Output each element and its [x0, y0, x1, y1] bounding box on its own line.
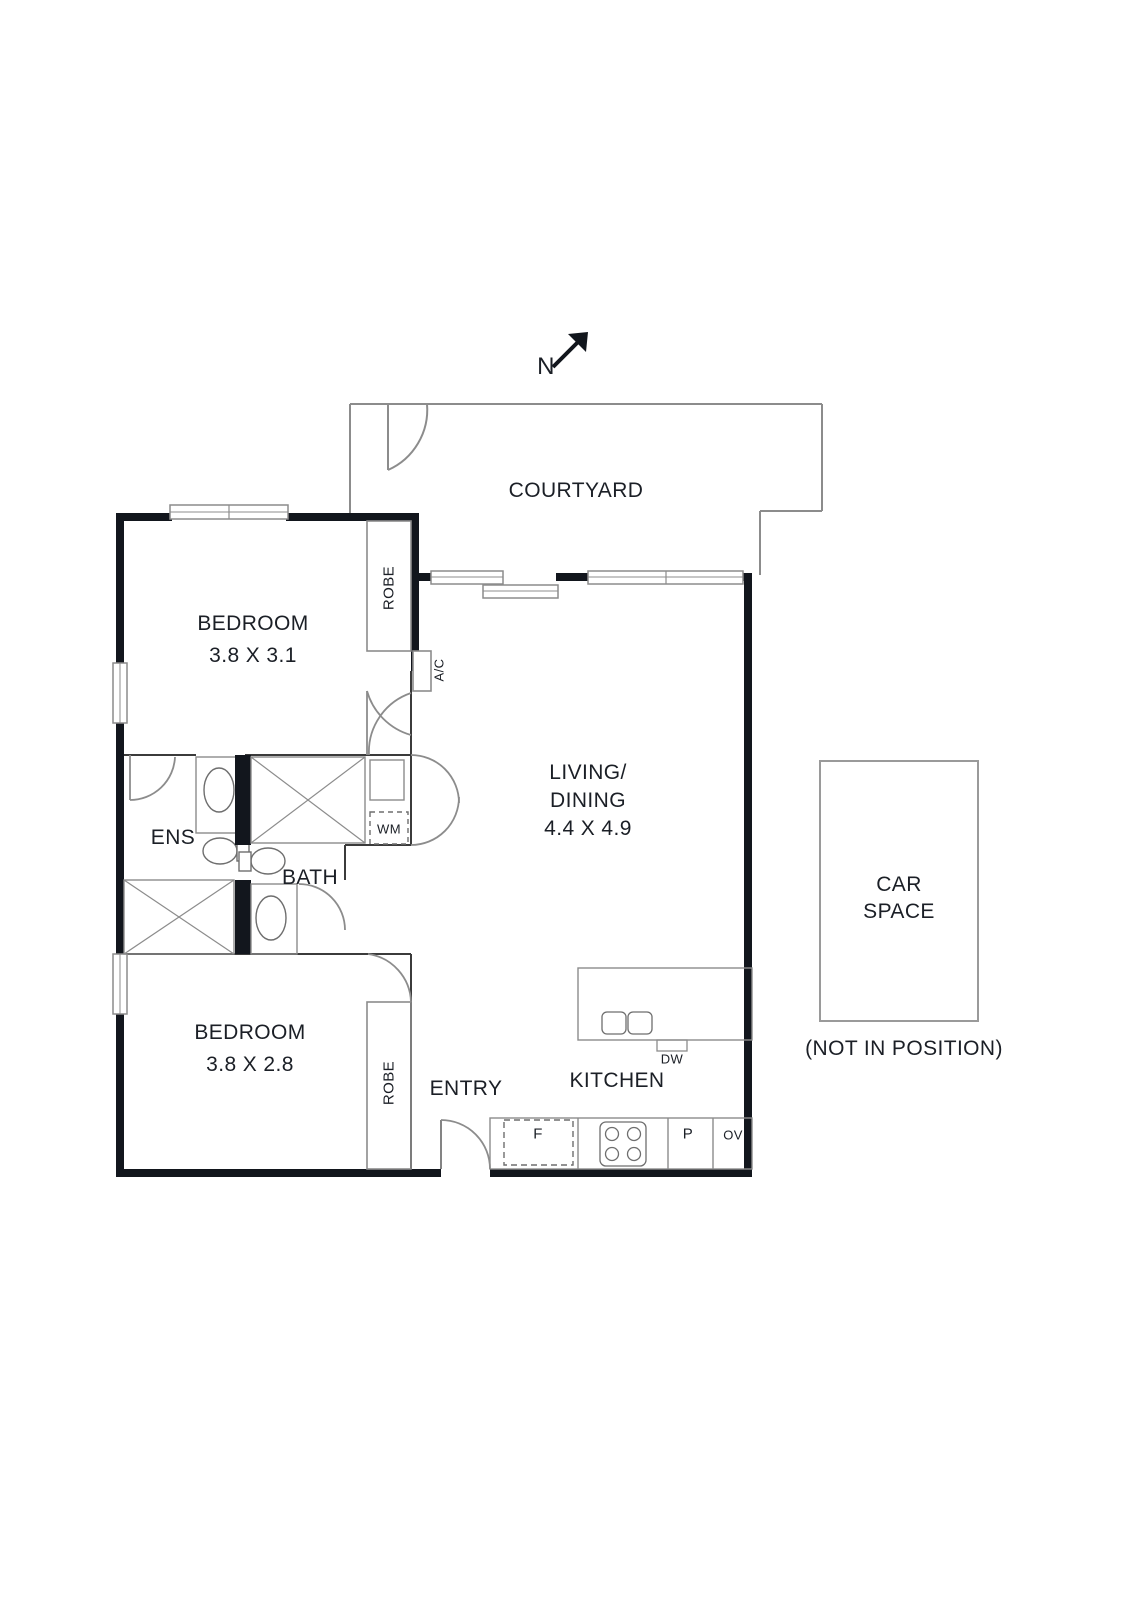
robe-bedroom-1 [366, 520, 412, 652]
pantry-label: P [682, 1125, 694, 1143]
door-bedroom-1[interactable] [366, 690, 412, 756]
window-bedroom-1-north [169, 504, 289, 520]
courtyard-door [387, 403, 429, 471]
living-dining-dimensions: 4.4 X 4.9 [544, 817, 632, 840]
ensuite-fixtures [123, 755, 250, 955]
courtyard-outline [349, 403, 823, 575]
air-conditioner-unit [412, 650, 432, 692]
washing-machine-label: WM [377, 821, 401, 837]
ensuite-name: ENS [150, 826, 196, 849]
car-space-label-line2: SPACE [863, 900, 935, 923]
sliding-door-living-west[interactable] [430, 570, 559, 599]
bedroom-1-name: BEDROOM [197, 612, 309, 635]
kitchen-fixtures [489, 967, 753, 1170]
door-bedroom-2[interactable] [367, 953, 412, 1003]
entry-door[interactable] [440, 1119, 491, 1170]
bedroom-2-name: BEDROOM [194, 1021, 306, 1044]
sliding-door-living-north[interactable] [587, 570, 744, 585]
car-space-note: (NOT IN POSITION) [805, 1037, 1003, 1060]
bathroom-fixtures [235, 754, 460, 955]
courtyard-label: COURTYARD [508, 479, 644, 502]
air-conditioner-label: A/C [431, 658, 447, 682]
car-space-outline [819, 760, 979, 1022]
north-label: N [537, 353, 555, 380]
exterior-walls [116, 513, 752, 1177]
oven-label: OV [723, 1127, 743, 1143]
bedroom-2-dimensions: 3.8 X 2.8 [206, 1053, 294, 1076]
living-dining-name-line2: DINING [550, 789, 626, 812]
car-space-label-line1: CAR [876, 873, 922, 896]
robe-bedroom-2-label: ROBE [380, 1060, 398, 1106]
bedroom-1-dimensions: 3.8 X 3.1 [209, 644, 297, 667]
north-arrow-icon [551, 332, 588, 369]
window-bedroom-2-west [112, 953, 128, 1015]
fridge-label: F [533, 1125, 543, 1143]
dishwasher-label: DW [660, 1051, 684, 1067]
robe-bedroom-1-label: ROBE [380, 565, 398, 611]
entry-name: ENTRY [429, 1077, 503, 1100]
window-bedroom-1-west [112, 662, 128, 724]
bathroom-name: BATH [281, 866, 339, 889]
kitchen-name: KITCHEN [569, 1069, 665, 1092]
living-dining-name-line1: LIVING/ [549, 761, 627, 784]
robe-bedroom-2 [366, 1001, 412, 1170]
